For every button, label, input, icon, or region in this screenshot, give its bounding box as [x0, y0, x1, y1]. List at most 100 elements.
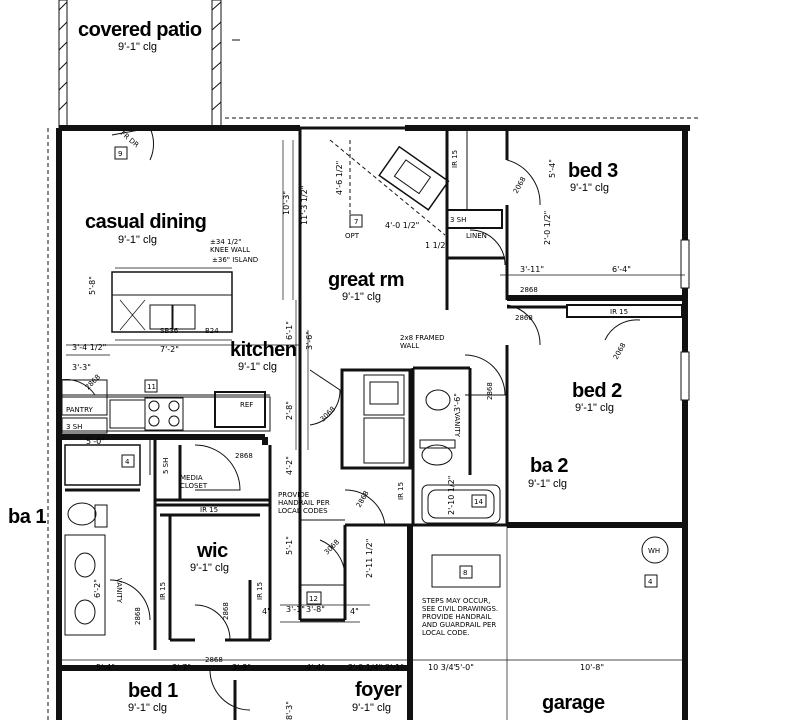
dimension-label: 3'-4 1/2" — [72, 343, 106, 352]
dimension-label: 5'-0" — [455, 663, 474, 672]
dimension-label: 2'-11 1/2" — [365, 539, 374, 578]
room-name-casual-dining: casual dining — [85, 211, 206, 233]
dimension-label: 10 3/4" — [428, 663, 457, 672]
wh-label: WH — [648, 547, 660, 555]
pantry-label: PANTRY — [66, 406, 93, 414]
room-name-bed2: bed 2 — [572, 380, 622, 402]
knee-wall-label: ±34 1/2"KNEE WALL — [210, 238, 250, 254]
tag-8: 8 — [463, 569, 467, 577]
tag-7: 7 — [354, 218, 358, 226]
dimension-label: 4'-4" — [306, 663, 325, 672]
ir15-wic-right-label: IR 15 — [256, 582, 264, 600]
tag-11: 11 — [147, 383, 156, 391]
dimension-label: 1 1/2" — [425, 241, 449, 250]
dimension-label: 3'-6" — [305, 331, 314, 350]
dimension-label: 6'-2" — [93, 579, 102, 598]
ref-label: REF — [240, 401, 253, 409]
steps-note: STEPS MAY OCCUR,SEE CIVIL DRAWINGS.PROVI… — [422, 597, 498, 637]
dimension-label: 4'-2" — [285, 456, 294, 475]
ir15-ba2-label: IR 15 — [397, 482, 405, 500]
dimension-label: 2'-0 1/2" — [543, 211, 552, 245]
tag-14: 14 — [474, 498, 483, 506]
room-ceiling-bed1: 9'-1" clg — [128, 702, 167, 714]
room-name-covered-patio: covered patio — [78, 19, 202, 41]
ir15-wic-label: IR 15 — [200, 506, 218, 514]
island-label: ±36" ISLAND — [212, 256, 258, 264]
door-label: 2868 — [205, 656, 223, 664]
dimension-label: 2'-8" — [285, 401, 294, 420]
fr-dr-label: FR DR — [119, 129, 141, 149]
room-ceiling-covered-patio: 9'-1" clg — [118, 41, 157, 53]
vanity-ba1-label: VANITY — [115, 578, 123, 604]
dimension-label: 3'-8" — [232, 663, 251, 672]
room-ceiling-kitchen: 9'-1" clg — [238, 361, 277, 373]
sh5-label: 5 SH — [162, 458, 170, 474]
dimension-label: 3'-8" — [306, 605, 325, 614]
room-name-kitchen: kitchen — [230, 339, 297, 361]
dimension-label: 3'-11" — [520, 265, 544, 274]
ir15-wic-side-label: IR 15 — [159, 582, 167, 600]
room-ceiling-bed3: 9'-1" clg — [570, 182, 609, 194]
door-label: 2868 — [355, 490, 371, 509]
opt-label: OPT — [345, 232, 360, 240]
dimension-label: 8'-3" — [285, 701, 294, 720]
dimension-label: 3'-6" — [453, 393, 462, 412]
dimension-label: 3'-3" — [72, 363, 91, 372]
room-name-garage: garage — [542, 692, 605, 714]
dimension-label: 4'-0 1/2" — [385, 221, 419, 230]
fixture-labels: PANTRY 3 SH REF LINEN 3 SH WH SB36 B24 O… — [66, 129, 660, 637]
door-swings — [59, 127, 641, 711]
exterior-walls — [47, 117, 700, 720]
room-ceiling-wic: 9'-1" clg — [190, 562, 229, 574]
dimension-label: 5'-8" — [88, 276, 97, 295]
room-ceiling-casual-dining: 9'-1" clg — [118, 234, 157, 246]
door-label: 2068 — [612, 342, 628, 361]
dimension-label: 7'-2" — [160, 345, 179, 354]
linen-label: LINEN — [466, 232, 487, 240]
room-name-bed1: bed 1 — [128, 680, 178, 702]
ir15-bed3-label: IR 15 — [451, 150, 459, 168]
b24-label: B24 — [205, 327, 219, 335]
dimension-label: 11'-3 1/2" — [300, 186, 309, 225]
door-label: 2068 — [512, 176, 528, 195]
tag-4-garage: 4 — [648, 578, 653, 586]
door-label: 2868 — [222, 602, 230, 620]
room-ceiling-bed2: 9'-1" clg — [575, 402, 614, 414]
door-label: 2868 — [520, 286, 538, 294]
dimension-label: 5'-0" — [86, 437, 105, 446]
dimension-label: 4" — [350, 607, 359, 616]
dimension-label: 6'-4" — [612, 265, 631, 274]
tag-9: 9 — [118, 150, 122, 158]
linen-shelf-label: 3 SH — [450, 216, 466, 224]
dimension-label: 5'-1" — [285, 536, 294, 555]
room-ceiling-great-rm: 9'-1" clg — [342, 291, 381, 303]
dimension-lines — [60, 140, 685, 661]
dimension-label: 2'-0 1/4" — [348, 663, 382, 672]
dimension-label: 5'-4" — [548, 159, 557, 178]
room-name-ba1: ba 1 — [8, 506, 46, 528]
room-labels: covered patio 9'-1" clg casual dining 9'… — [8, 19, 623, 714]
room-name-wic: wic — [196, 540, 228, 562]
door-label: 2868 — [486, 382, 494, 400]
room-ceiling-foyer: 9'-1" clg — [352, 702, 391, 714]
dimension-label: 10'-3" — [282, 191, 291, 215]
dimension-label: 6'-1" — [285, 321, 294, 340]
dimension-label: 5'-4" — [96, 663, 115, 672]
dimension-label: 3'-1" — [286, 605, 305, 614]
door-label: 2868 — [515, 314, 533, 322]
door-label: 2868 — [134, 607, 142, 625]
room-name-ba2: ba 2 — [530, 455, 568, 477]
dimension-label: 4" — [262, 607, 271, 616]
room-name-great-rm: great rm — [328, 269, 404, 291]
sb36-label: SB36 — [160, 327, 179, 335]
tag-12: 12 — [309, 595, 318, 603]
dimension-label: 3'-7" — [172, 663, 191, 672]
door-label: 3068 — [319, 405, 337, 423]
dimension-label: 10'-8" — [580, 663, 604, 672]
fixtures — [59, 139, 669, 625]
dimension-labels: 10'-3" 11'-3 1/2" 4'-6 1/2" 4'-0 1/2" 1 … — [72, 159, 631, 720]
